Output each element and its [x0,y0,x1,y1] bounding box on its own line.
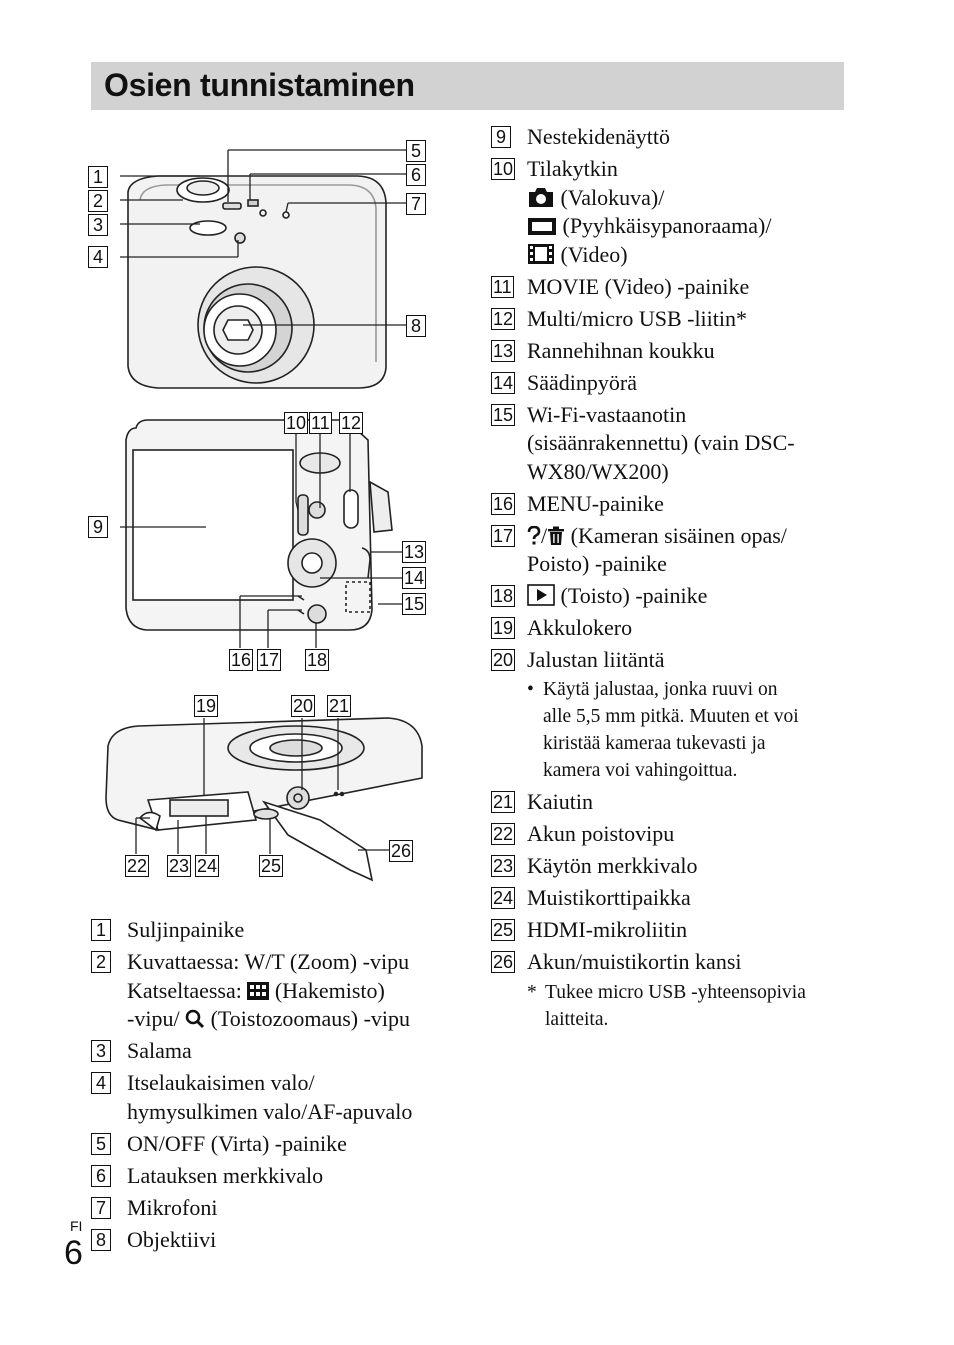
film-icon [528,243,554,264]
usb-footnote: * Tukee micro USB -yhteensopivia laittei… [527,982,806,1030]
camera-front-drawing [127,175,387,389]
figure-label-16: 16 [229,649,254,671]
figure-label-13: 13 [402,541,427,563]
figure-label-14: 14 [402,567,427,589]
list-item: 4 Itselaukaisimen valo/ hymysulkimen val… [91,1069,461,1126]
magnifier-icon [185,1009,205,1029]
figure-label-23: 23 [167,855,192,877]
trash-icon [548,526,565,545]
list-item: 13 Rannehihnan koukku [491,337,715,363]
figure-label-10: 10 [284,412,309,434]
figure-label-15: 15 [402,593,427,615]
list-item: 14 Säädinpyörä [491,369,637,395]
camera-back-drawing [125,419,393,631]
figure-label-7: 7 [406,193,426,215]
figure-label-4: 4 [88,246,108,268]
list-item: 9 Nestekidenäyttö [491,123,851,152]
language-code: FI [70,1218,83,1234]
index-grid-icon [247,981,270,1000]
list-item: 10 Tilakytkin (Valokuva)/ (Pyyhkäisypano… [491,156,772,267]
figure-label-20: 20 [291,695,316,717]
list-item: 7 Mikrofoni [91,1194,461,1223]
camera-bottom-drawing [105,717,423,882]
figure-label-24: 24 [195,855,220,877]
list-item: 25 HDMI-mikroliitin [491,917,688,942]
list-item: 24 Muistikorttipaikka [491,885,691,910]
figure-label-11: 11 [309,412,332,434]
figure-label-6: 6 [406,164,426,186]
question-icon [527,525,541,544]
list-item: 22 Akun poistovipu [491,821,675,846]
list-item: 6 Latauksen merkkivalo [91,1162,461,1191]
figure-label-22: 22 [125,855,150,877]
list-item: 12 Multi/micro USB -liitin* [491,305,748,331]
figure-label-26: 26 [389,840,414,862]
figure-label-3: 3 [88,214,108,236]
figure-label-19: 19 [194,695,219,717]
list-item: 1 Suljinpainike [91,916,461,945]
list-item: 2 Kuvattaessa: W/T (Zoom) -vipu Katselta… [91,948,461,1034]
figure-label-8: 8 [406,315,426,337]
list-item: 21 Kaiutin [491,789,593,814]
figure-label-18: 18 [305,649,330,671]
list-item: 18 (Toisto) -painike [491,583,708,608]
list-item: 11 MOVIE (Video) -painike [491,273,750,299]
list-item: 15 Wi-Fi-vastaanotin (sisäänrakennettu) … [491,401,795,484]
camera-drawings [105,149,423,882]
figure-label-12: 12 [339,412,364,434]
camera-figure: 1 2 3 4 5 6 7 8 9 10 11 12 13 14 15 16 1… [88,130,448,890]
list-item: 5 ON/OFF (Virta) -painike [91,1130,461,1159]
panorama-icon [528,218,556,235]
play-icon [527,584,555,606]
figure-label-5: 5 [406,140,426,162]
figure-label-17: 17 [257,649,282,671]
list-item: 26 Akun/muistikortin kansi [491,949,742,974]
list-item: 20 Jalustan liitäntä [491,647,665,672]
tripod-note: • Käytä jalustaa, jonka ruuvi on alle 5,… [527,679,799,781]
list-item: 23 Käytön merkkivalo [491,853,698,878]
figure-label-2: 2 [88,190,108,212]
figure-label-21: 21 [327,695,352,717]
page-title: Osien tunnistaminen [104,67,415,103]
list-item: 17 / (Kameran sisäinen opas/ Poisto) -pa… [491,522,787,576]
section-title-bar: Osien tunnistaminen [91,62,844,110]
list-item: 3 Salama [91,1037,461,1066]
figure-label-1: 1 [88,166,108,188]
figure-label-25: 25 [259,855,284,877]
list-item: 16 MENU-painike [491,490,664,516]
list-item: 8 Objektiivi [91,1226,461,1255]
camera-icon [529,187,553,207]
list-item: 19 Akkulokero [491,615,633,640]
parts-list-right: 9 Nestekidenäyttö 10 Tilakytkin (Valokuv… [491,123,851,1033]
parts-list-left: 1 Suljinpainike 2 Kuvattaessa: W/T (Zoom… [91,916,461,1258]
page-number: 6 [64,1234,83,1272]
figure-label-9: 9 [88,516,108,538]
